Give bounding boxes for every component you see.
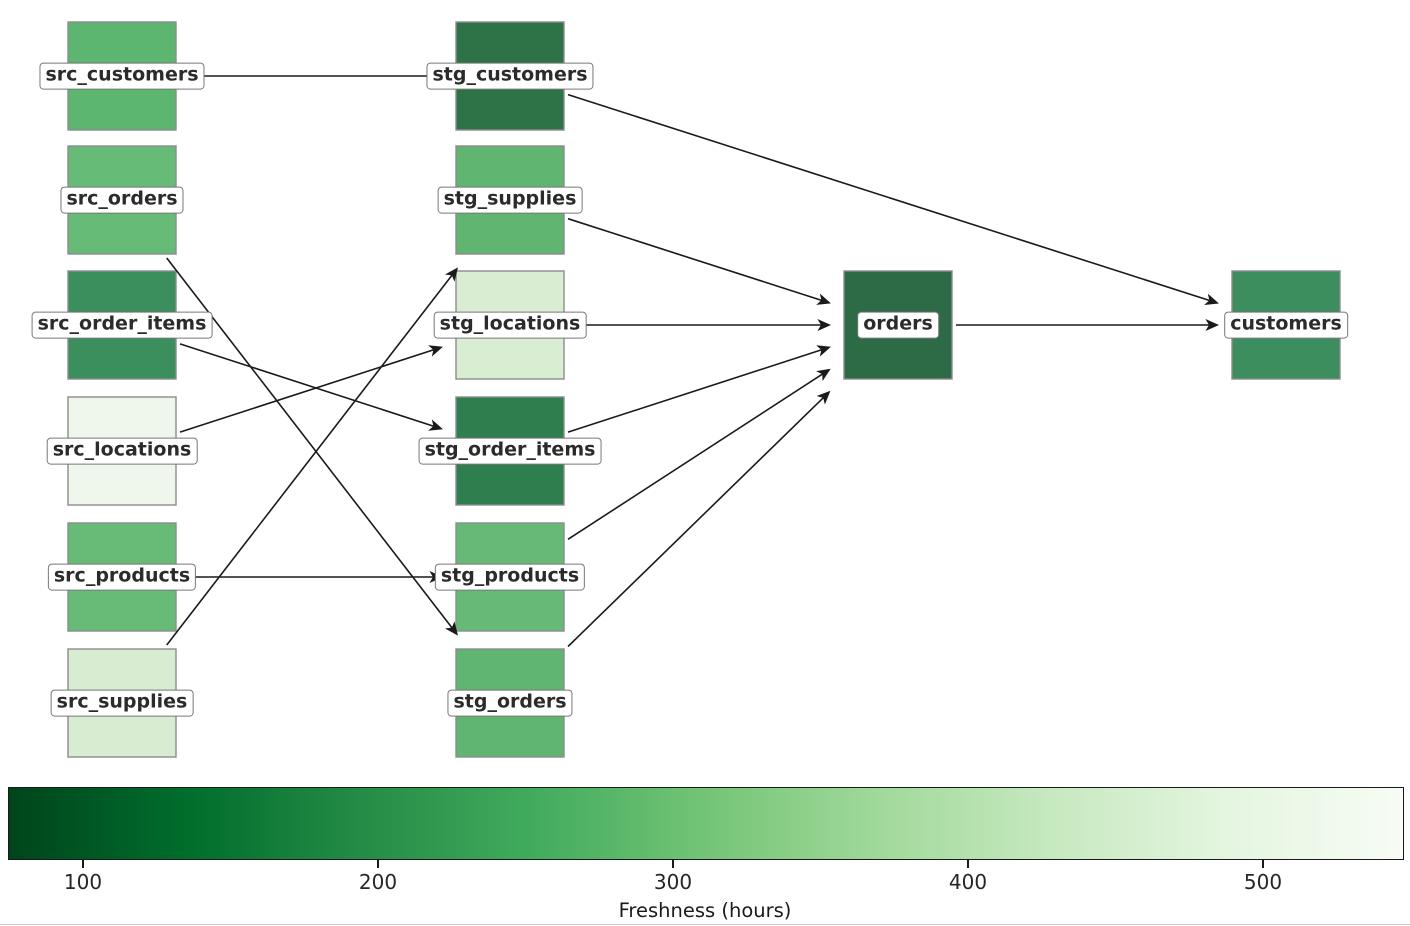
node-label-src_products: src_products [47, 563, 197, 591]
edge-src_order_items-stg_order_items [179, 343, 443, 431]
node-label-src_customers: src_customers [39, 62, 205, 90]
node-label-stg_order_items: stg_order_items [418, 437, 602, 465]
edge-stg_customers-customers [567, 93, 1219, 306]
colorbar-tick-500 [1262, 860, 1264, 868]
colorbar-tick-100 [82, 860, 84, 868]
colorbar-tick-label-300: 300 [653, 870, 693, 894]
figure-bottom-border [0, 924, 1410, 925]
colorbar-tick-label-100: 100 [63, 870, 103, 894]
edge-src_orders-stg_orders [166, 257, 459, 636]
edge-stg_orders-orders [567, 390, 831, 648]
dag-canvas [67, 21, 1341, 758]
colorbar-tick-400 [967, 860, 969, 868]
colorbar-tick-label-500: 500 [1243, 870, 1283, 894]
colorbar-tick-label-200: 200 [358, 870, 398, 894]
node-label-stg_products: stg_products [434, 563, 586, 591]
edge-stg_products-orders [567, 368, 831, 541]
edge-src_locations-stg_locations [179, 345, 443, 433]
node-label-src_order_items: src_order_items [31, 311, 213, 339]
node-label-src_orders: src_orders [60, 186, 184, 214]
colorbar-axis-label: Freshness (hours) [618, 899, 792, 922]
edge-src_supplies-stg_supplies [166, 267, 459, 646]
node-label-stg_supplies: stg_supplies [437, 186, 583, 214]
edge-stg_order_items-orders [567, 345, 831, 433]
node-label-stg_orders: stg_orders [447, 689, 573, 717]
node-label-src_supplies: src_supplies [50, 689, 194, 717]
colorbar-tick-300 [672, 860, 674, 868]
colorbar-tick-200 [377, 860, 379, 868]
colorbar-tick-label-400: 400 [948, 870, 988, 894]
node-label-customers: customers [1224, 311, 1348, 339]
node-label-orders: orders [857, 311, 939, 339]
edge-stg_supplies-orders [567, 217, 831, 305]
node-label-src_locations: src_locations [46, 437, 198, 465]
node-label-stg_locations: stg_locations [433, 311, 587, 339]
colorbar [8, 787, 1404, 860]
node-label-stg_customers: stg_customers [426, 62, 594, 90]
